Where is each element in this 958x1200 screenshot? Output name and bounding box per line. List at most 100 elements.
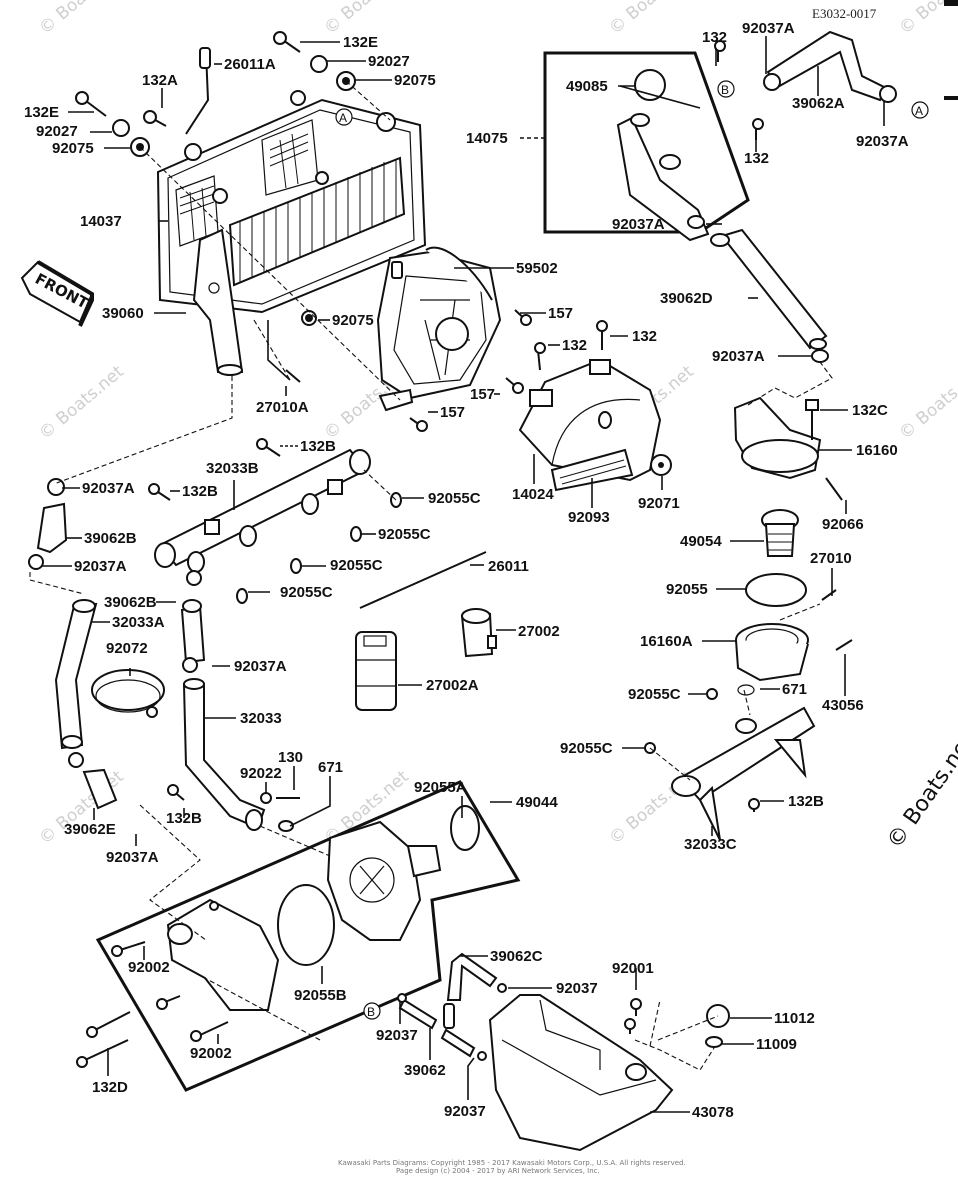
part-label[interactable]: 43056: [822, 697, 864, 714]
part-label[interactable]: 92037: [556, 980, 598, 997]
part-label[interactable]: 92055C: [280, 584, 333, 601]
part-label[interactable]: 92037A: [74, 558, 127, 575]
part-label[interactable]: 157: [548, 305, 573, 322]
part-label[interactable]: 92037: [444, 1103, 486, 1120]
part-label[interactable]: 92027: [36, 123, 78, 140]
part-label[interactable]: 92002: [128, 959, 170, 976]
part-label[interactable]: 92037A: [82, 480, 135, 497]
water-pump-box-49044: [95, 780, 521, 1092]
part-label[interactable]: 43078: [692, 1104, 734, 1121]
part-label[interactable]: 92027: [368, 53, 410, 70]
part-label[interactable]: 32033B: [206, 460, 259, 477]
part-label[interactable]: 14075: [466, 130, 508, 147]
part-label[interactable]: 132: [744, 150, 769, 167]
part-label[interactable]: 39062C: [490, 948, 543, 965]
part-label[interactable]: 130: [278, 749, 303, 766]
part-label[interactable]: 132B: [166, 810, 202, 827]
part-label[interactable]: 27002A: [426, 677, 479, 694]
part-label[interactable]: 11012: [774, 1010, 815, 1027]
part-label[interactable]: 14024: [512, 486, 554, 503]
svg-text:A: A: [915, 104, 923, 118]
part-label[interactable]: 132A: [142, 72, 178, 89]
part-label[interactable]: 92022: [240, 765, 282, 782]
part-label[interactable]: 92037A: [856, 133, 909, 150]
part-label[interactable]: 92055A: [414, 779, 467, 796]
part-label[interactable]: 27002: [518, 623, 560, 640]
part-label[interactable]: 92002: [190, 1045, 232, 1062]
part-label[interactable]: 92075: [52, 140, 94, 157]
part-label[interactable]: 671: [318, 759, 343, 776]
part-label[interactable]: 92037A: [234, 658, 287, 675]
part-label[interactable]: 92037A: [106, 849, 159, 866]
part-label[interactable]: 132E: [343, 34, 378, 51]
part-label[interactable]: 157: [440, 404, 465, 421]
part-label[interactable]: 92066: [822, 516, 864, 533]
part-label[interactable]: 132: [702, 29, 727, 46]
part-label[interactable]: 39060: [102, 305, 144, 322]
part-label[interactable]: 11009: [756, 1036, 797, 1053]
part-label[interactable]: 59502: [516, 260, 558, 277]
part-label[interactable]: 92055C: [560, 740, 613, 757]
part-label[interactable]: 92055C: [428, 490, 481, 507]
thermostat-49054: [761, 509, 799, 557]
edge-mark: [944, 0, 958, 6]
part-label[interactable]: 92037A: [712, 348, 765, 365]
diagram-code: E3032-0017: [812, 6, 877, 21]
part-label[interactable]: 132B: [788, 793, 824, 810]
part-label[interactable]: 132C: [852, 402, 888, 419]
part-label[interactable]: 39062D: [660, 290, 713, 307]
watermark: © Boats.net: [35, 362, 128, 444]
part-label[interactable]: 32033A: [112, 614, 165, 631]
part-label[interactable]: 92037A: [612, 216, 665, 233]
pipe-assembly-14075: [543, 40, 764, 242]
part-label[interactable]: 671: [782, 681, 807, 698]
part-label[interactable]: 92037: [376, 1027, 418, 1044]
part-label[interactable]: 132: [632, 328, 657, 345]
part-label[interactable]: 92055C: [330, 557, 383, 574]
part-label[interactable]: 92055B: [294, 987, 347, 1004]
part-label[interactable]: 157: [470, 386, 495, 403]
part-label[interactable]: 92055C: [628, 686, 681, 703]
rod-26011: [359, 551, 487, 609]
part-label[interactable]: 92055C: [378, 526, 431, 543]
water-pump-49044: [326, 805, 480, 941]
part-label[interactable]: 92001: [612, 960, 654, 977]
part-label[interactable]: 92071: [638, 495, 680, 512]
part-label[interactable]: 92037A: [742, 20, 795, 37]
part-label[interactable]: 39062E: [64, 821, 116, 838]
part-label[interactable]: 32033C: [684, 836, 737, 853]
pipe-32033A: [54, 599, 118, 810]
part-label[interactable]: 26011A: [224, 56, 276, 73]
part-label[interactable]: 49054: [680, 533, 722, 550]
part-label[interactable]: 39062B: [104, 594, 157, 611]
part-label[interactable]: 26011: [488, 558, 529, 575]
part-label[interactable]: 49085: [566, 78, 608, 95]
part-label[interactable]: 27010A: [256, 399, 309, 416]
connector-27002A: [355, 631, 397, 711]
part-label[interactable]: 132: [562, 337, 587, 354]
connector-27002: [460, 608, 497, 658]
part-label[interactable]: 132B: [300, 438, 336, 455]
part-label[interactable]: 92075: [394, 72, 436, 89]
part-label[interactable]: 39062A: [792, 95, 845, 112]
part-label[interactable]: 132B: [182, 483, 218, 500]
part-label[interactable]: 92093: [568, 509, 610, 526]
part-label[interactable]: 92075: [332, 312, 374, 329]
radiator-14037: [156, 90, 427, 314]
part-label[interactable]: 27010: [810, 550, 852, 567]
hose-39062D: [710, 228, 829, 363]
part-label[interactable]: 49044: [516, 794, 558, 811]
part-label[interactable]: 92055: [666, 581, 708, 598]
part-label[interactable]: 16160A: [640, 633, 693, 650]
hose-39060: [192, 228, 244, 376]
part-label[interactable]: 32033: [240, 710, 282, 727]
part-label[interactable]: 132D: [92, 1079, 128, 1096]
part-label[interactable]: 14037: [80, 213, 122, 230]
part-label[interactable]: 132E: [24, 104, 59, 121]
part-label[interactable]: 39062B: [84, 530, 137, 547]
part-label[interactable]: 16160: [856, 442, 898, 459]
part-label[interactable]: 92072: [106, 640, 148, 657]
ref-marker-b: B B: [363, 80, 735, 1020]
part-label[interactable]: 39062: [404, 1062, 446, 1079]
